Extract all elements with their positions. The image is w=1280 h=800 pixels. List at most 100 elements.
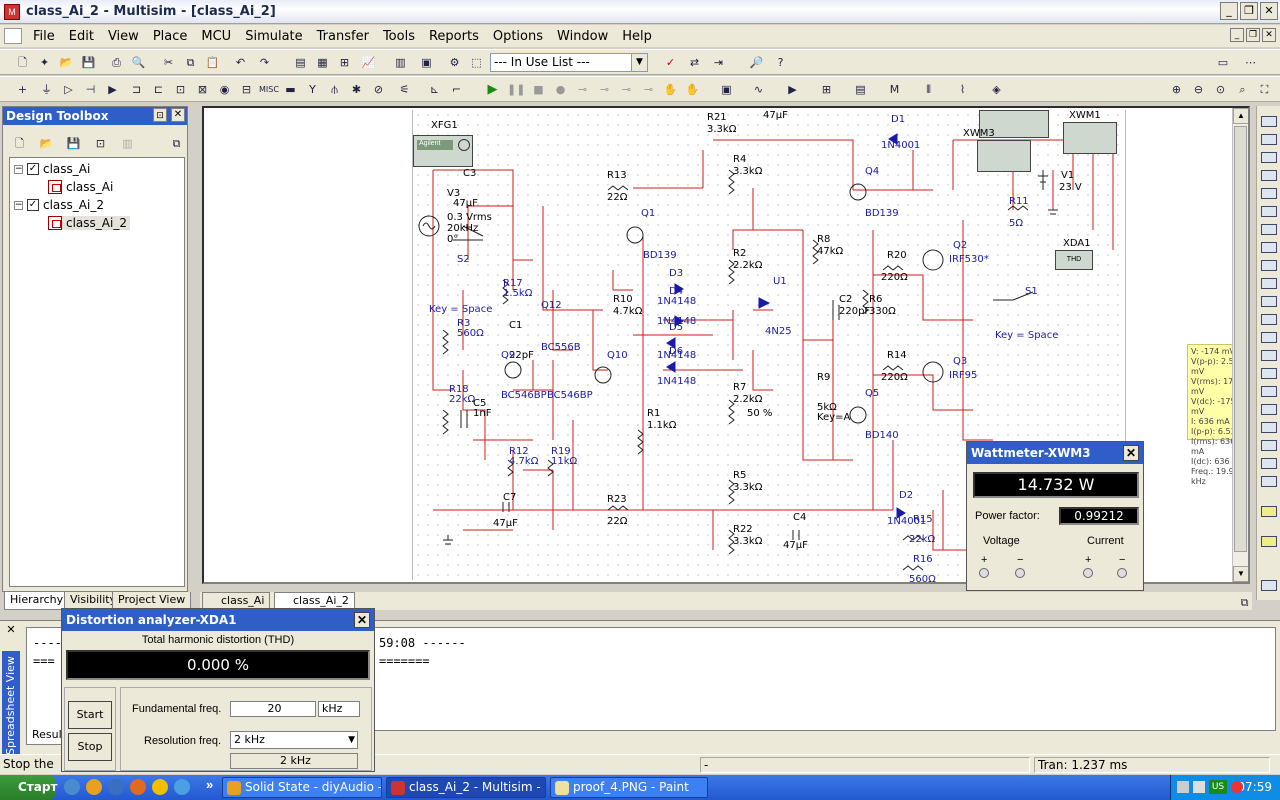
probe-icon-5[interactable]: ✋ (663, 83, 678, 96)
hierarchy-icon[interactable]: ⧉ (172, 137, 181, 150)
print-preview-icon[interactable]: 🔍 (131, 56, 146, 69)
new-icon[interactable]: 🗋 (18, 56, 27, 69)
tektronix-scope-icon[interactable] (1261, 422, 1277, 433)
spectrum-icon[interactable]: ⌇ (959, 83, 966, 96)
logic-analyzer-icon[interactable] (1261, 278, 1277, 289)
chevron-right-icon[interactable]: » (206, 777, 214, 792)
analog-icon[interactable]: ▶ (108, 83, 117, 96)
step-icon[interactable]: ● (555, 83, 566, 96)
ni-elvis-icon[interactable] (1261, 458, 1277, 469)
close-button[interactable]: ✕ (1260, 2, 1278, 20)
menu-place[interactable]: Place (152, 28, 188, 44)
probe-icon-1[interactable]: ⊸ (577, 83, 588, 96)
multimeter-icon[interactable] (1261, 116, 1277, 127)
function-generator-xfg1[interactable]: Agilent (413, 135, 473, 167)
menu-view[interactable]: View (107, 28, 139, 44)
source-icon[interactable]: + (17, 83, 28, 96)
ttl-icon[interactable]: ⊐ (131, 83, 142, 96)
explorer-icon[interactable] (174, 779, 190, 795)
oscilloscope-icon[interactable]: ⊞ (821, 83, 832, 96)
word-generator-icon[interactable] (1261, 242, 1277, 253)
redo-icon[interactable]: ↷ (259, 56, 270, 69)
voltage-probe-icon[interactable] (1261, 536, 1277, 547)
current-minus-terminal[interactable] (1117, 568, 1127, 578)
menu-options[interactable]: Options (492, 28, 544, 44)
database-icon[interactable]: ⊞ (339, 56, 350, 69)
basic-icon[interactable]: ⏚ (41, 83, 52, 96)
print-icon[interactable]: ⎙ (112, 56, 121, 69)
rf-icon[interactable]: Y (309, 83, 316, 96)
menu-edit[interactable]: Edit (68, 28, 94, 44)
close-icon[interactable]: ✕ (1123, 445, 1139, 461)
oscilloscope-icon[interactable] (1261, 170, 1277, 181)
logic-analyzer-icon[interactable]: ⫴ (926, 83, 931, 96)
network-analyzer-icon[interactable] (1261, 350, 1277, 361)
menu-mcu[interactable]: MCU (201, 28, 232, 44)
cmos-icon[interactable]: ⊏ (153, 83, 164, 96)
instrument-bar-icon[interactable]: ▭ (1217, 56, 1229, 69)
antivirus-icon[interactable] (1231, 781, 1243, 793)
start-button[interactable]: Start (68, 701, 112, 729)
cut-icon[interactable]: ✂ (163, 56, 174, 69)
stop-icon[interactable]: ■ (533, 83, 544, 96)
tree-sheet-class-ai-2[interactable]: class_Ai_2 (48, 216, 130, 230)
voltage-plus-terminal[interactable] (979, 568, 989, 578)
menu-simulate[interactable]: Simulate (245, 28, 303, 44)
new-sheet-icon[interactable]: 🗋 (15, 137, 24, 150)
capture-icon[interactable]: ⬚ (471, 56, 482, 69)
pause-icon[interactable]: ❚❚ (507, 83, 526, 96)
agilent-fg-icon[interactable] (1261, 368, 1277, 379)
find-icon[interactable]: 🔎 (749, 56, 764, 69)
transfer-icon[interactable]: ⇄ (689, 56, 700, 69)
menu-window[interactable]: Window (557, 28, 609, 44)
save-icon[interactable]: 💾 (81, 56, 96, 69)
four-channel-scope-icon[interactable] (1261, 188, 1277, 199)
tree-item-class-ai-2[interactable]: −✓class_Ai_2 (14, 198, 104, 212)
doc-minimize-button[interactable]: _ (1230, 28, 1244, 42)
media-icon[interactable] (152, 779, 168, 795)
firefox-icon[interactable] (130, 779, 146, 795)
menu-tools[interactable]: Tools (382, 28, 415, 44)
voltage-minus-terminal[interactable] (1015, 568, 1025, 578)
task-paint[interactable]: proof_4.PNG - Paint (550, 777, 708, 798)
copy-icon[interactable]: ⧉ (186, 56, 195, 69)
erc-icon[interactable]: ▣ (421, 56, 432, 69)
tab-results[interactable]: Result (26, 727, 72, 745)
grapher-icon[interactable]: 📈 (361, 56, 376, 69)
zoom-out-icon[interactable]: ⊖ (1193, 83, 1204, 96)
electromech-icon[interactable]: ⫛ (331, 83, 338, 96)
close-icon[interactable]: ✕ (354, 612, 370, 628)
task-multisim[interactable]: class_Ai_2 - Multisim - ... (386, 777, 546, 798)
iv-analyzer-icon[interactable] (1261, 296, 1277, 307)
distortion-analyzer-xda1-symbol[interactable]: THD (1055, 250, 1093, 270)
fundamental-freq-unit[interactable]: kHz (318, 701, 360, 717)
fundamental-freq-input[interactable]: 20 (230, 701, 316, 717)
delete-icon[interactable]: ▥ (122, 137, 133, 150)
distortion-analyzer-icon[interactable] (1261, 314, 1277, 325)
menu-transfer[interactable]: Transfer (316, 28, 369, 44)
open-icon[interactable]: 📂 (59, 56, 74, 69)
pin-icon[interactable]: ⊡ (153, 108, 167, 122)
start-button[interactable]: Старт (0, 775, 57, 800)
instrument-symbol[interactable] (979, 110, 1049, 138)
task-solid-state[interactable]: Solid State - diyAudio -... (222, 777, 382, 798)
probe-icon-4[interactable]: ⊸ (643, 83, 654, 96)
scroll-down-icon[interactable]: ▼ (1233, 566, 1248, 582)
spreadsheet-icon[interactable]: ▦ (317, 56, 328, 69)
probe-icon-6[interactable]: ✋ (685, 83, 700, 96)
collapse-icon[interactable]: − (14, 163, 23, 174)
scroll-thumb[interactable] (1234, 126, 1247, 552)
wattmeter-xwm1-symbol[interactable] (1063, 122, 1117, 154)
back-annotate-icon[interactable]: ⇥ (713, 56, 724, 69)
checkbox[interactable]: ✓ (27, 163, 39, 175)
mixed-icon[interactable]: ⊠ (197, 83, 208, 96)
probe-tool-icon[interactable] (1261, 580, 1277, 591)
indicator-icon[interactable]: ◉ (219, 83, 230, 96)
agilent-scope-icon[interactable] (1261, 404, 1277, 415)
tree-item-class-ai[interactable]: −✓class_Ai (14, 162, 90, 176)
bus-icon[interactable]: ⊾ (429, 83, 440, 96)
new-design-icon[interactable]: ✦ (39, 56, 50, 69)
toolbar-options-icon[interactable]: ⋯ (1245, 56, 1256, 69)
collapse-icon[interactable]: − (14, 199, 23, 210)
